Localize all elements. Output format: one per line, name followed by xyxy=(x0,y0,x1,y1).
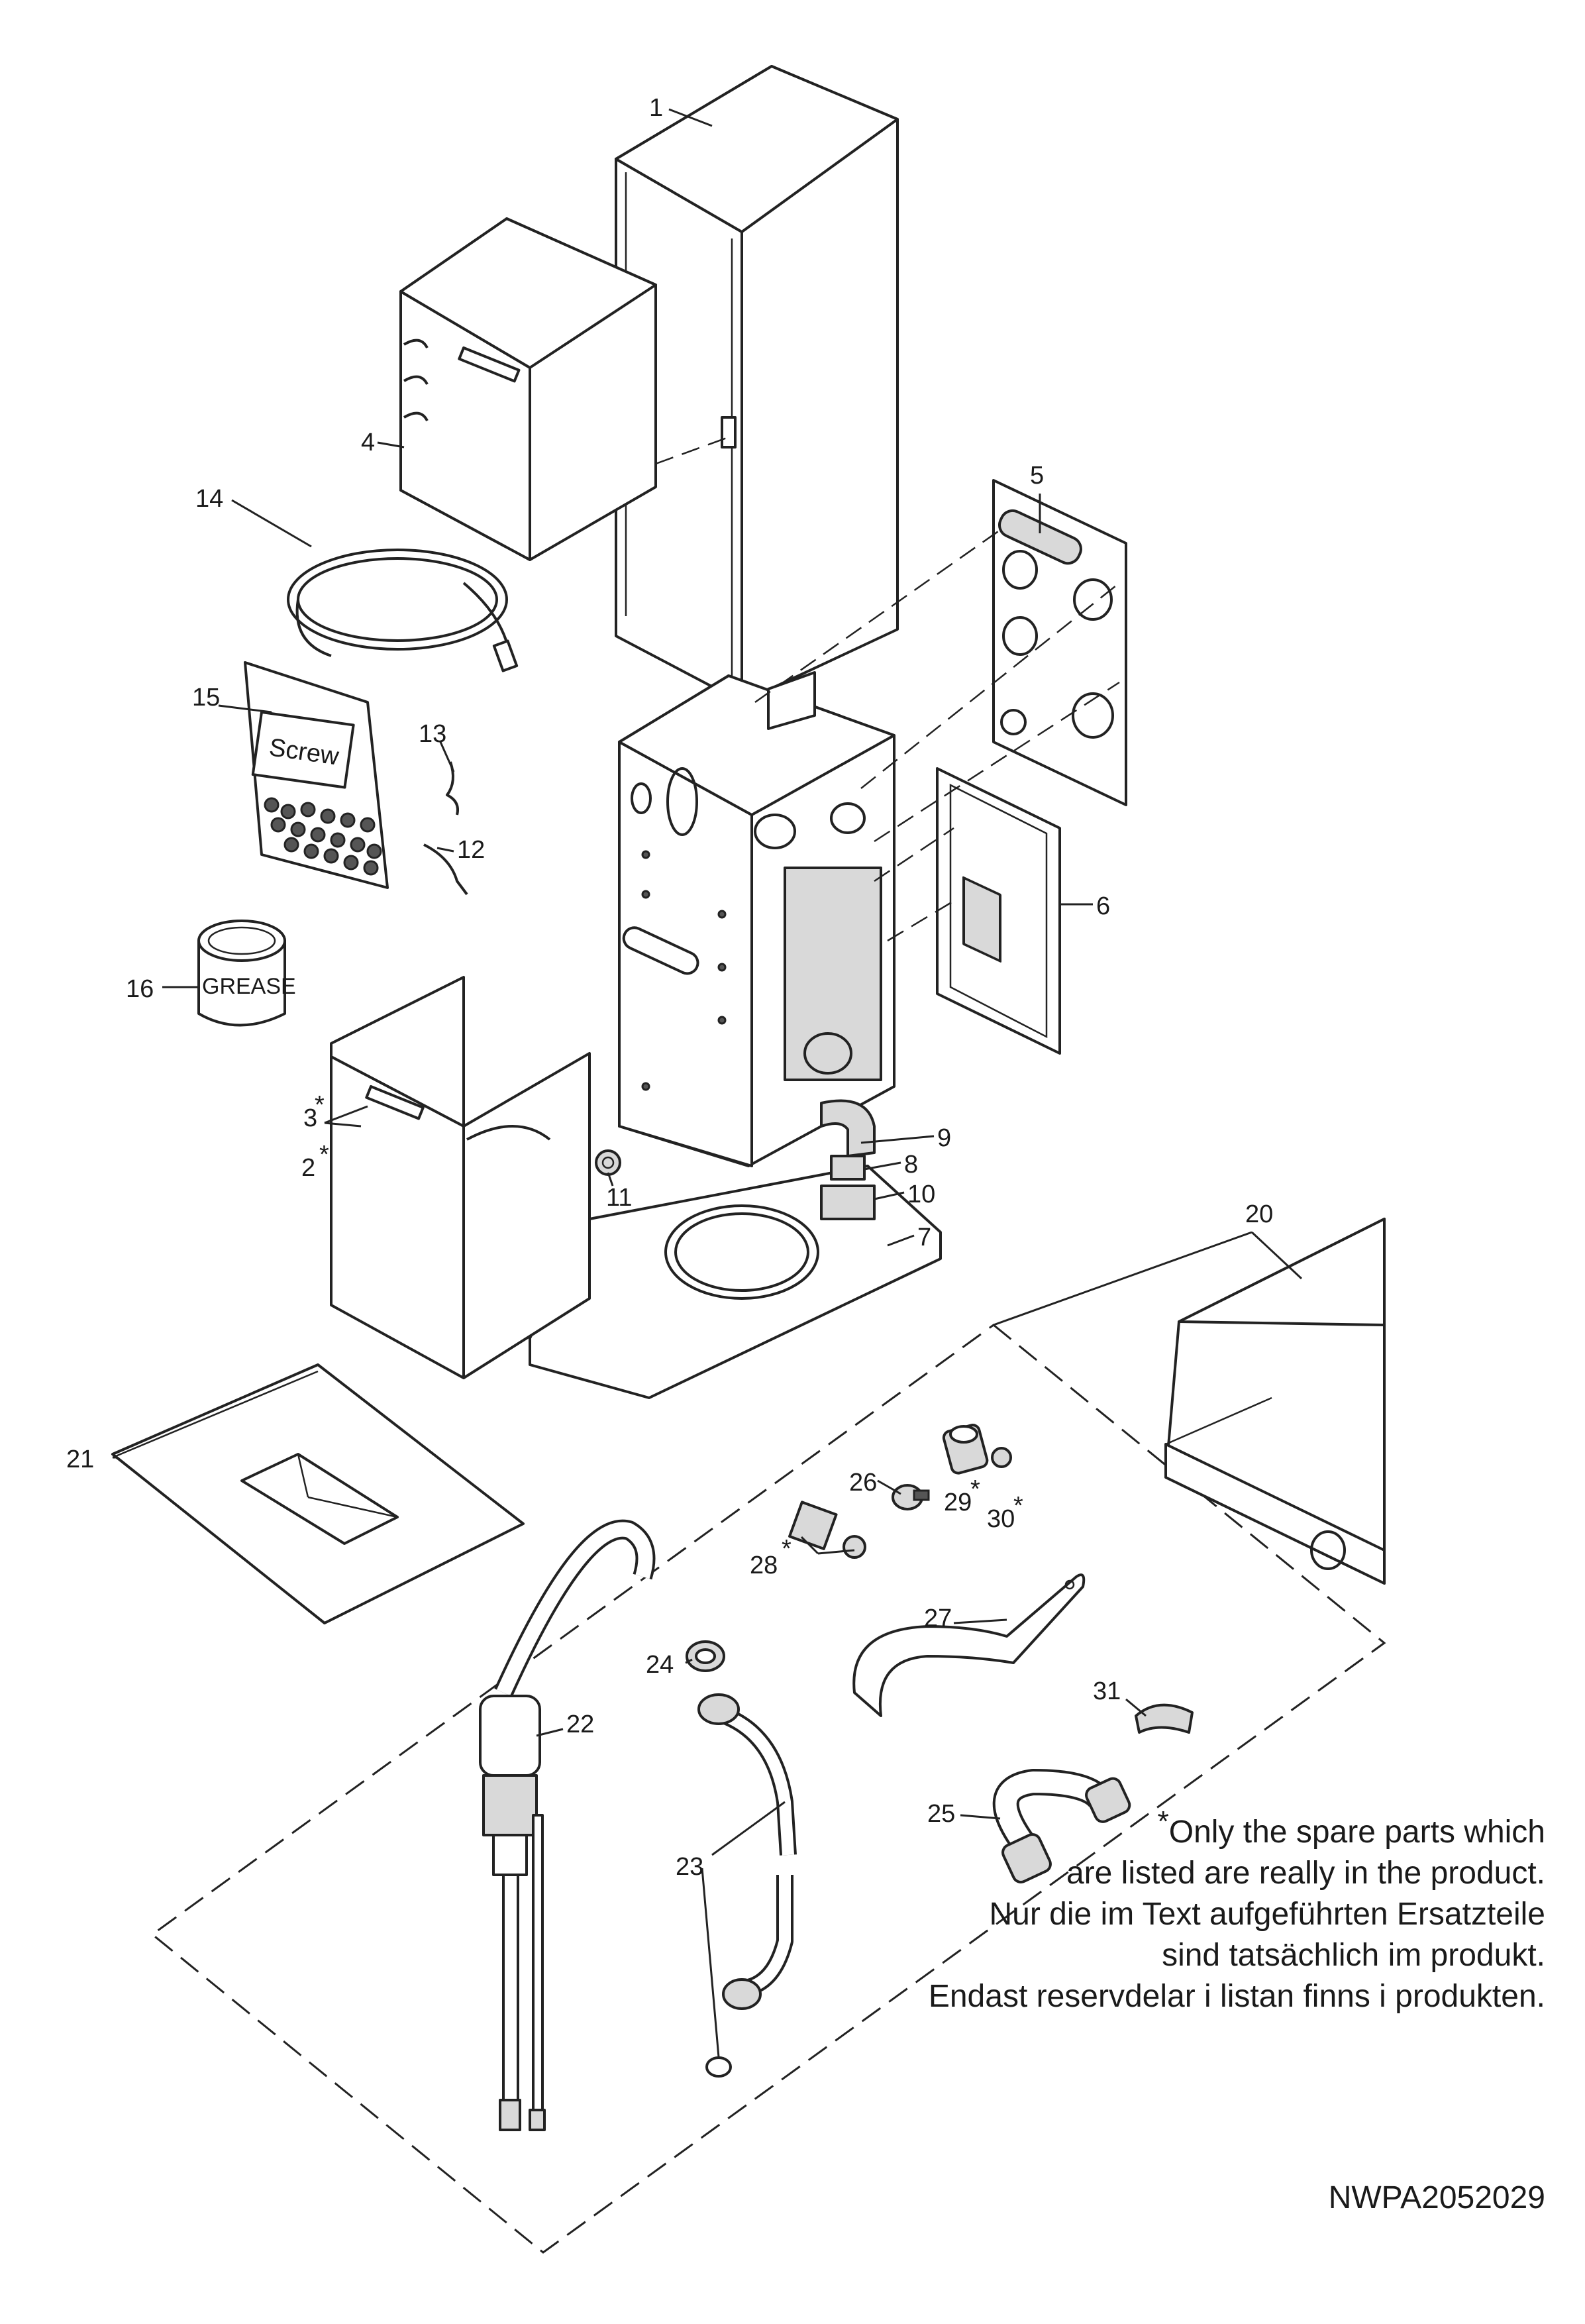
label-10: 10 xyxy=(907,1181,935,1208)
alignment-lines xyxy=(754,529,1120,942)
label-25: 25 xyxy=(927,1800,955,1828)
part-14-hose xyxy=(287,549,519,672)
label-31: 31 xyxy=(1093,1677,1121,1705)
note-asterisk: * xyxy=(1157,1805,1169,1838)
label-16: 16 xyxy=(126,975,154,1003)
note-line-1: *Only the spare parts which xyxy=(1157,1805,1545,1850)
label-30-asterisk: * xyxy=(1013,1492,1023,1520)
label-29-asterisk: * xyxy=(970,1475,980,1503)
part-21-template-sheet xyxy=(111,1363,525,1624)
note-line-4: sind tatsächlich im produkt. xyxy=(1162,1938,1545,1973)
label-26: 26 xyxy=(849,1469,877,1497)
part-29-connector xyxy=(942,1424,989,1475)
accessory-area-outline xyxy=(150,1324,1386,2254)
part-16-grease-can: GREASE xyxy=(197,920,296,1027)
label-22: 22 xyxy=(566,1711,594,1738)
part-23-hose-coupling xyxy=(697,1693,797,2078)
label-8: 8 xyxy=(904,1151,918,1179)
part-26-hose-clamp xyxy=(892,1484,930,1510)
part-12-clip xyxy=(423,843,468,896)
label-2: 2 xyxy=(301,1154,315,1182)
part-2-front-panel xyxy=(330,976,591,1379)
part-22-faucet xyxy=(479,1519,656,2131)
label-14: 14 xyxy=(195,485,223,513)
label-20: 20 xyxy=(1245,1200,1273,1228)
label-7: 7 xyxy=(917,1224,931,1251)
label-3-asterisk: * xyxy=(315,1091,325,1119)
part-1-upper-casing xyxy=(615,65,899,704)
label-9: 9 xyxy=(937,1124,951,1152)
drawing-code: NWPA2052029 xyxy=(1328,2180,1545,2215)
note-line-3: Nur die im Text aufgeführten Ersatzteile xyxy=(989,1897,1545,1932)
part-27-spanner-wrench xyxy=(852,1573,1086,1717)
label-11: 11 xyxy=(606,1184,632,1212)
part-4-top-cover xyxy=(399,217,657,561)
label-23: 23 xyxy=(676,1853,703,1881)
grease-label: GREASE xyxy=(202,974,296,999)
label-29: 29 xyxy=(944,1489,972,1516)
part-7-base-tray xyxy=(529,1165,942,1399)
part-15-screw-bag: Screw xyxy=(244,661,389,889)
label-27: 27 xyxy=(924,1605,952,1632)
part-3-label-strip xyxy=(365,1084,425,1120)
label-24: 24 xyxy=(646,1651,674,1679)
part-30-washer xyxy=(991,1447,1012,1468)
spare-parts-note: *Only the spare parts which are listed a… xyxy=(684,1805,1545,2017)
label-1: 1 xyxy=(649,94,663,122)
part-20-packaging-box xyxy=(1164,1218,1386,1585)
part-10-valve xyxy=(820,1185,876,1220)
label-28-asterisk: * xyxy=(782,1535,792,1563)
label-3: 3 xyxy=(303,1104,317,1132)
part-31-clip xyxy=(1135,1703,1194,1734)
note-line-2: are listed are really in the product. xyxy=(1066,1856,1545,1891)
part-11-nut xyxy=(595,1149,621,1176)
part-8-connector xyxy=(830,1155,866,1181)
label-28: 28 xyxy=(750,1552,778,1579)
label-30: 30 xyxy=(987,1505,1015,1533)
part-24-seal-ring xyxy=(686,1640,725,1672)
label-12: 12 xyxy=(457,836,485,864)
leader-lines xyxy=(113,108,1303,2058)
part-6-electric-box xyxy=(936,767,1061,1055)
label-6: 6 xyxy=(1096,892,1110,920)
part-13-clip xyxy=(446,761,459,816)
label-15: 15 xyxy=(192,684,220,712)
part-25-drain-hose xyxy=(992,1769,1131,1883)
main-housing xyxy=(618,671,895,1167)
note-line-5: Endast reservdelar i listan finns i prod… xyxy=(928,1979,1545,2014)
label-21: 21 xyxy=(66,1446,94,1473)
label-5: 5 xyxy=(1030,462,1044,490)
part-28-fitting xyxy=(788,1501,866,1559)
part-number-labels: 1 2 * 3 * 4 5 6 7 8 9 10 11 12 13 14 15 … xyxy=(66,94,1273,1881)
part-5-back-panel xyxy=(992,479,1127,806)
part-9-pipe-elbow xyxy=(820,1099,876,1157)
label-2-asterisk: * xyxy=(319,1141,329,1169)
label-13: 13 xyxy=(419,720,446,748)
label-4: 4 xyxy=(361,429,375,456)
